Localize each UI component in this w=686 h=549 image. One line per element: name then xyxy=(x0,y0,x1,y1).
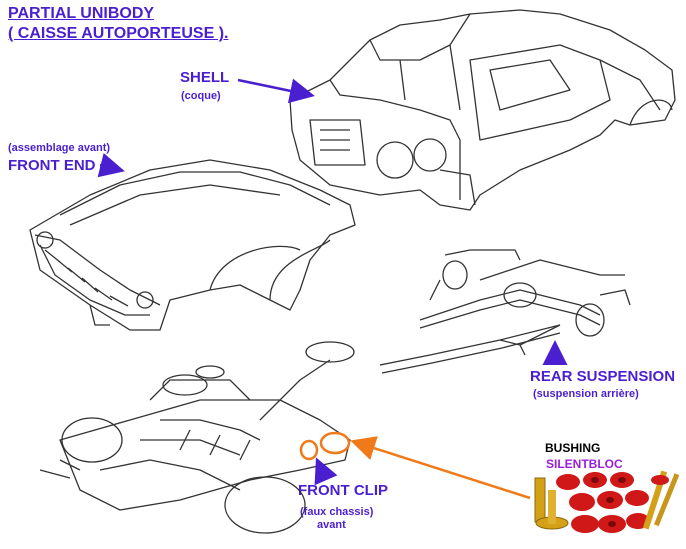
shell-arrow xyxy=(238,80,310,95)
bushing-arrow xyxy=(355,442,530,498)
bushing-highlight-circle-2 xyxy=(321,433,349,453)
bushing-photo xyxy=(535,471,679,533)
bushing-highlight-circle-1 xyxy=(301,441,317,459)
front-end-drawing xyxy=(30,160,355,330)
front-clip-drawing xyxy=(40,342,354,533)
front-end-arrow xyxy=(100,165,120,170)
rear-suspension-drawing xyxy=(380,250,630,373)
shell-drawing xyxy=(290,10,675,210)
